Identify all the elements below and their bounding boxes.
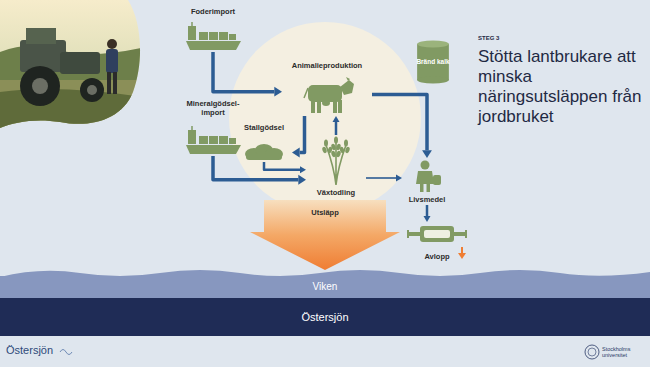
node-label: Bränd kalk <box>416 58 449 65</box>
flow-arrow <box>366 175 402 182</box>
import-node: Foderimport <box>178 8 248 52</box>
manure-icon <box>245 144 283 160</box>
arrowhead <box>333 116 340 122</box>
flow-arrow <box>372 94 432 158</box>
node-label: Mineralgödsel- import <box>182 100 244 117</box>
flow-arrow <box>264 162 306 173</box>
node-label: Animalieproduktion <box>292 62 362 71</box>
lime-can: Bränd kalk <box>416 40 450 84</box>
bay-wave <box>0 270 650 300</box>
ship-icon <box>186 126 241 154</box>
outflow-arrowhead <box>458 253 466 259</box>
node-label: Livsmedel <box>409 196 446 205</box>
node-label: Växtodling <box>317 189 355 198</box>
emission-arrow: Utsläpp <box>250 200 400 270</box>
cow-icon <box>304 77 354 113</box>
university-seal <box>588 348 596 356</box>
logo-text: Östersjön <box>6 344 53 356</box>
node-label: Stallgödsel <box>244 124 284 133</box>
flow-arrow <box>292 116 305 157</box>
import-node: Mineralgödsel- import <box>176 100 250 156</box>
arrowhead <box>274 87 282 97</box>
tractor-photo <box>0 0 150 130</box>
flow-line <box>300 116 305 153</box>
wheat-icon <box>322 137 351 186</box>
node-label: Avlopp <box>424 253 449 262</box>
flow-line <box>372 94 427 150</box>
logo-wave <box>60 350 72 355</box>
arrowhead <box>422 150 432 158</box>
process-node: Stallgödsel <box>236 124 292 162</box>
flow-arrow <box>213 52 282 97</box>
ship-icon <box>186 22 241 50</box>
bay-band: Viken <box>0 276 650 298</box>
flow-line <box>213 156 298 180</box>
farm-circle <box>229 22 421 214</box>
university-name: Stockholms universitet <box>602 346 642 359</box>
step-label: STEG 3 <box>478 35 499 41</box>
arrowhead <box>396 175 402 182</box>
flow-line <box>426 205 429 216</box>
process-node: Växtodling <box>306 135 366 198</box>
person-icon <box>416 161 441 193</box>
arrowhead <box>300 166 306 173</box>
node-label: Viken <box>313 281 338 293</box>
sea-band: Östersjön <box>0 298 650 336</box>
process-node: Livsmedel <box>402 158 452 205</box>
node-label: Östersjön <box>301 311 348 324</box>
slide-title: Stötta lantbrukare att minska näringsuts… <box>478 47 643 127</box>
node-label: Foderimport <box>191 8 235 17</box>
flow-line <box>264 162 300 170</box>
flow-arrow <box>213 156 306 185</box>
arrowhead <box>292 148 300 158</box>
node-label: Utsläpp <box>311 209 339 218</box>
process-node: Avlopp <box>402 222 472 262</box>
arrowhead <box>298 175 306 185</box>
flow-arrow <box>333 116 340 135</box>
flow-line <box>335 122 338 135</box>
process-node: Animalieproduktion <box>282 62 372 116</box>
flow-arrow <box>424 205 431 222</box>
outflow-arrow <box>461 247 463 254</box>
flow-line <box>366 177 396 179</box>
arrowhead <box>424 216 431 222</box>
sewage-icon <box>407 226 467 242</box>
university-seal <box>585 345 599 359</box>
flow-line <box>213 52 274 92</box>
